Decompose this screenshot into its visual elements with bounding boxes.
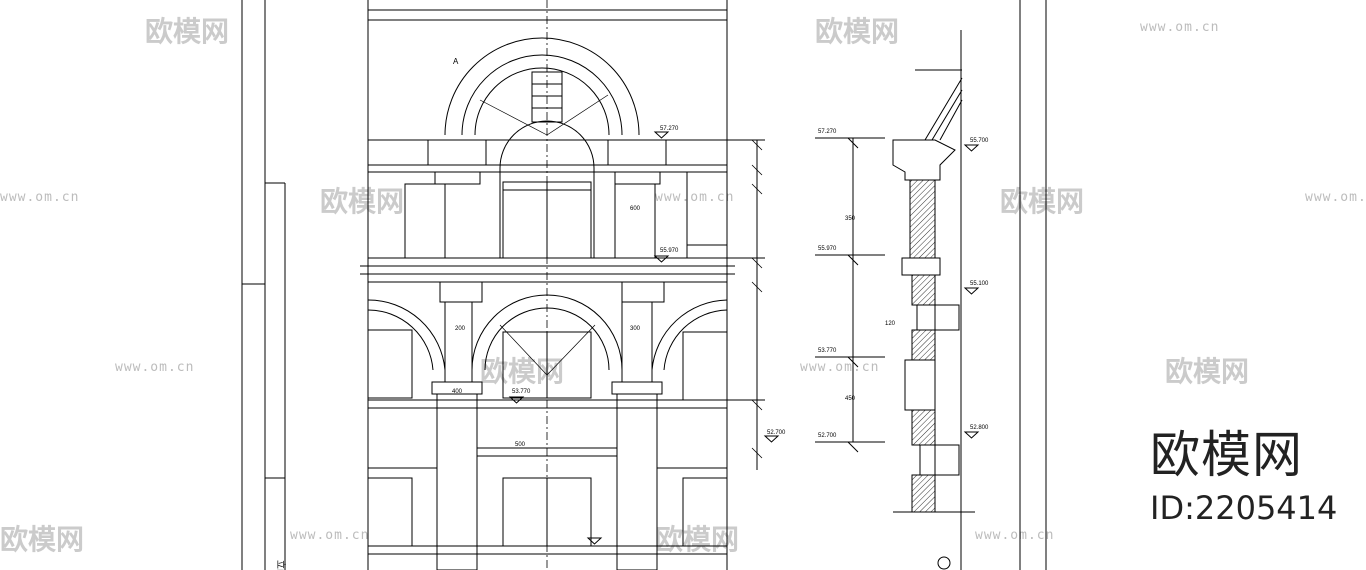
left-note: 立面 <box>276 560 287 570</box>
dim-2: 500 <box>515 442 526 448</box>
elev-label-3: 53.770 <box>512 389 531 395</box>
watermark-url-7: www.om.cn <box>290 528 370 543</box>
section-elev-r1: 55.700 <box>970 138 989 144</box>
upper-arch-outer <box>444 37 640 136</box>
section-elev-r3: 52.800 <box>970 425 989 431</box>
dim-3: 600 <box>630 206 641 212</box>
watermark-brand-6: 欧模网 <box>1165 355 1250 388</box>
dim-8: 450 <box>845 396 856 402</box>
watermark-url-6: www.om.cn <box>800 360 880 375</box>
section-elev-r2: 55.100 <box>970 281 989 287</box>
watermark-brand-3: 欧模网 <box>320 185 405 218</box>
section-elev-4: 52.700 <box>818 433 837 439</box>
watermark-id: ID:2205414 <box>1150 489 1338 527</box>
watermark-url-8: www.om.cn <box>975 528 1055 543</box>
watermark-brand-1: 欧模网 <box>145 15 230 48</box>
dim-1: 400 <box>452 389 463 395</box>
watermark-brand-7: 欧模网 <box>0 523 85 556</box>
elev-label-1: 57.270 <box>660 126 679 132</box>
watermark-url-1: www.om.cn <box>1140 20 1220 35</box>
watermark-url-5: www.om.cn <box>115 360 195 375</box>
watermark-url-2: www.om.cn <box>0 190 80 205</box>
section-elev-1: 57.270 <box>818 129 837 135</box>
section-elev-2: 55.970 <box>818 246 837 252</box>
section-marker: A <box>453 57 459 66</box>
watermark-brand-2: 欧模网 <box>815 15 900 48</box>
dim-5: 300 <box>630 326 641 332</box>
dim-7: 350 <box>845 216 856 222</box>
elev-label-2: 55.970 <box>660 248 679 254</box>
watermark-url-3: www.om.cn <box>655 190 735 205</box>
elev-label-4: 52.700 <box>767 430 786 436</box>
watermark-url-4: www.om.cn <box>1305 190 1366 205</box>
upper-arch-inner <box>461 54 623 136</box>
watermark-brand-large: 欧模网 <box>1150 426 1303 484</box>
dim-4: 200 <box>455 326 466 332</box>
dim-6: 120 <box>885 321 896 327</box>
watermark-brand-4: 欧模网 <box>1000 185 1085 218</box>
watermark-brand-8: 欧模网 <box>655 523 740 556</box>
section-elev-3: 53.770 <box>818 348 837 354</box>
